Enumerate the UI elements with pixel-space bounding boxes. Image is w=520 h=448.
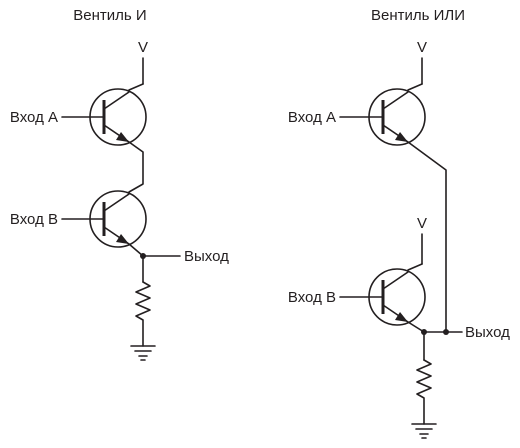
and-gate: Вентиль И V Вход А Вход В [10,7,229,361]
or-gate-title: Вентиль ИЛИ [371,7,465,24]
or-collector-a-lead [407,83,423,91]
or-input-a-label: Вход А [288,109,336,126]
or-emitter-b-lead [407,321,425,361]
or-input-b-label: Вход В [288,289,336,306]
or-ground-symbol [411,423,437,439]
and-supply-label: V [138,39,148,56]
or-collector-b-lead [407,263,423,271]
and-emitter-b-arrow [116,234,129,244]
or-supply-label-a: V [417,39,427,56]
or-output-label: Выход [465,324,510,341]
and-output-label: Выход [184,248,229,265]
and-input-b-label: Вход В [10,211,58,228]
and-ground-symbol [130,345,156,361]
and-input-a-label: Вход А [10,109,58,126]
and-collector-a-lead [128,83,144,91]
or-emitter-a-arrow [395,132,408,142]
and-gate-title: Вентиль И [73,7,146,24]
or-output-junction-right [443,329,449,335]
or-emitter-a-bus [407,141,447,333]
and-series-wire [128,141,144,193]
and-resistor [135,281,151,347]
or-emitter-b-arrow [395,312,408,322]
or-output-junction-left [421,329,427,335]
and-emitter-a-arrow [116,132,129,142]
or-resistor [416,359,432,425]
and-emitter-b-lead [128,243,144,283]
or-supply-label-b: V [417,215,427,232]
or-gate: Вентиль ИЛИ V Вход А V Вход В [288,7,510,439]
